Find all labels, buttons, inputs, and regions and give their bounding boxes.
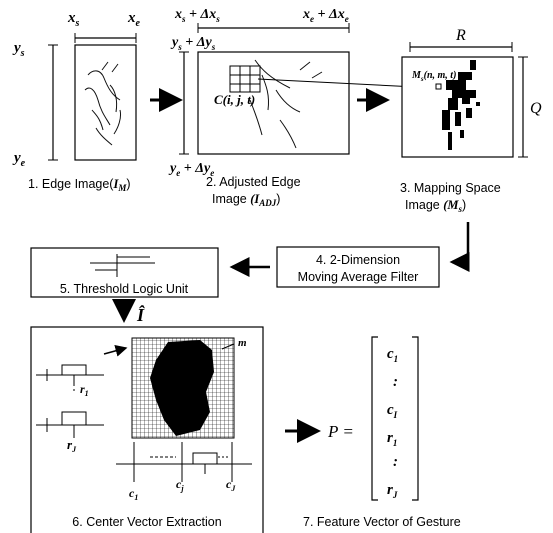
vector-entry: : bbox=[393, 454, 398, 470]
step5-label: 5. Threshold Logic Unit bbox=[60, 282, 189, 296]
ye-label: y bbox=[12, 150, 21, 166]
svg-text:ys: ys bbox=[12, 40, 25, 59]
step4-line2: Moving Average Filter bbox=[298, 270, 419, 284]
step2-caption-line2: Image (IADJ) bbox=[212, 192, 280, 208]
svg-text:ys + Δys: ys + Δys bbox=[170, 35, 216, 52]
vector-entry: cI bbox=[387, 402, 398, 420]
svg-text:ye: ye bbox=[12, 150, 26, 169]
vector-lhs: P = bbox=[327, 422, 354, 441]
svg-text:xs + Δxs: xs + Δxs bbox=[174, 7, 220, 24]
step1-caption: 1. Edge Image(IM) bbox=[28, 177, 131, 193]
ihat-label: Î bbox=[136, 304, 145, 325]
vector-left-bracket bbox=[372, 337, 378, 500]
xs-delta-label: x bbox=[174, 7, 182, 22]
threshold-grid-image bbox=[132, 338, 234, 438]
arrow-3-4 bbox=[452, 222, 468, 262]
vector-right-bracket bbox=[412, 337, 418, 500]
R-label: R bbox=[455, 27, 466, 44]
svg-text:xs: xs bbox=[67, 10, 80, 29]
step3-caption-line1: 3. Mapping Space bbox=[400, 181, 501, 195]
svg-text:xe + Δxe: xe + Δxe bbox=[302, 7, 349, 24]
vector-entry: c1 bbox=[387, 346, 398, 364]
step3-caption-line2: Image (Ms) bbox=[405, 198, 466, 214]
m-label: m bbox=[238, 337, 247, 349]
vector-entry: : bbox=[393, 374, 398, 390]
vector-entry: rJ bbox=[387, 482, 398, 500]
vector-entries: c1: cI r1: rJ bbox=[387, 346, 398, 500]
xe-delta-label: x bbox=[302, 7, 310, 22]
svg-text:xe: xe bbox=[127, 10, 141, 29]
step7-label: 7. Feature Vector of Gesture bbox=[303, 515, 461, 529]
vector-entry: r1 bbox=[387, 430, 397, 448]
ys-label: y bbox=[12, 40, 21, 56]
step6-label: 6. Center Vector Extraction bbox=[72, 515, 221, 529]
Q-label: Q bbox=[530, 100, 542, 117]
step2-caption-line1: 2. Adjusted Edge bbox=[206, 175, 301, 189]
cell-label: C(i, j, t) bbox=[214, 92, 255, 107]
step4-line1: 4. 2-Dimension bbox=[316, 253, 400, 267]
edge-image-panel bbox=[75, 45, 136, 160]
